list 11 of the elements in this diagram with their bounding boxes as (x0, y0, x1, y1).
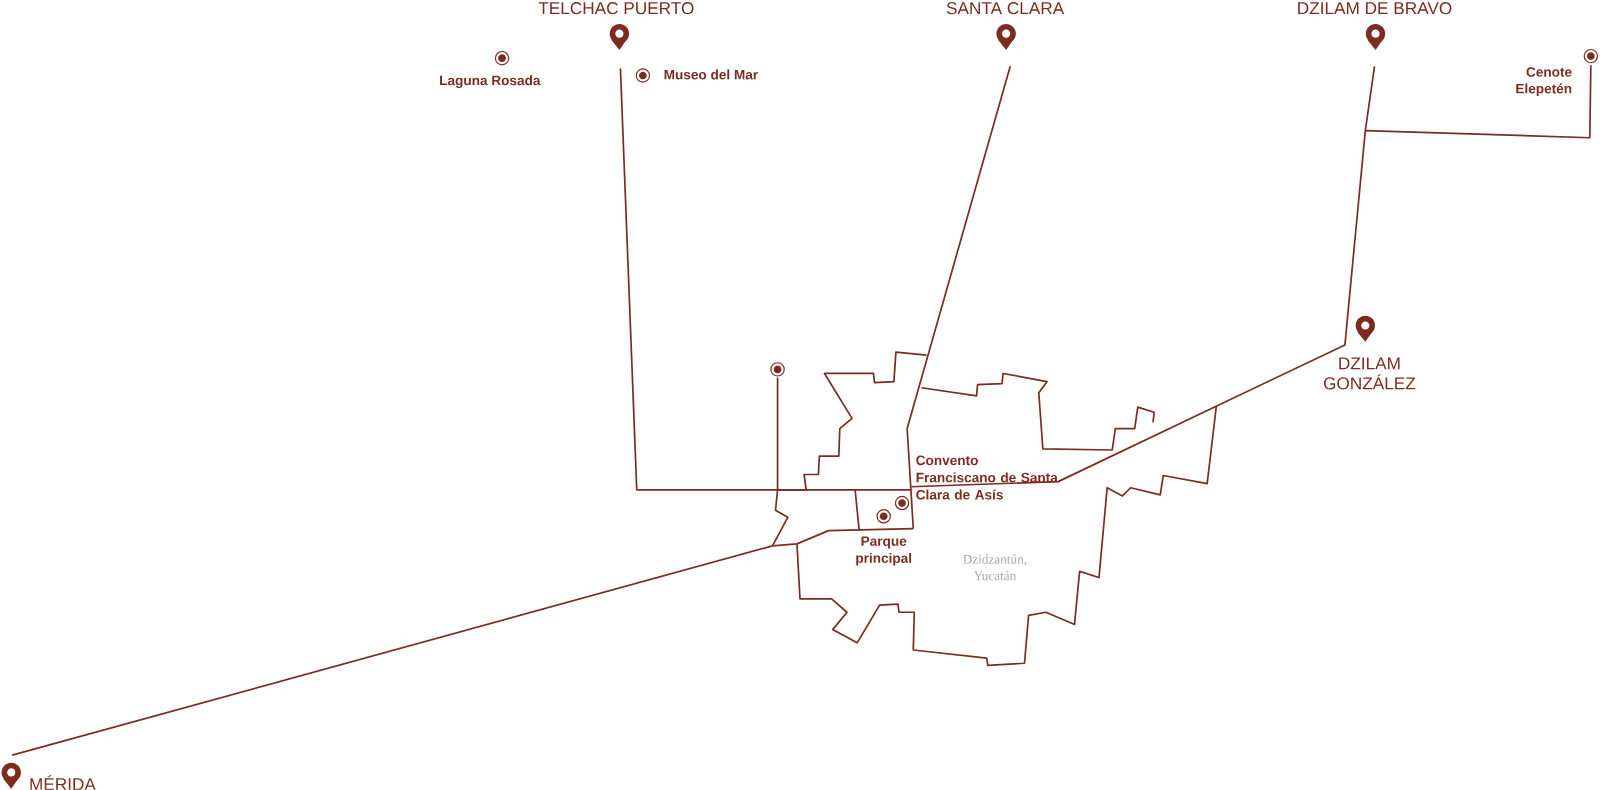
place-label: Parque principal (856, 536, 912, 566)
town-label: TELCHAC PUERTO (538, 2, 694, 15)
place-label: Cenote Elepetén (1516, 67, 1572, 97)
place-label: Convento Franciscano de Santa Clara de Asís (916, 455, 1058, 500)
town-label: SANTA CLARA (946, 2, 1065, 15)
place-label: Laguna Rosada (440, 75, 541, 89)
town-label: DZILAM DE BRAVO (1298, 2, 1452, 15)
place-label: Museo del Mar (664, 69, 758, 80)
town-name: Dzidzantún, Yucatán (963, 554, 1027, 581)
town-label: MÉRIDA (30, 775, 96, 790)
town-label: DZILAM GONZÁLEZ (1323, 357, 1416, 390)
